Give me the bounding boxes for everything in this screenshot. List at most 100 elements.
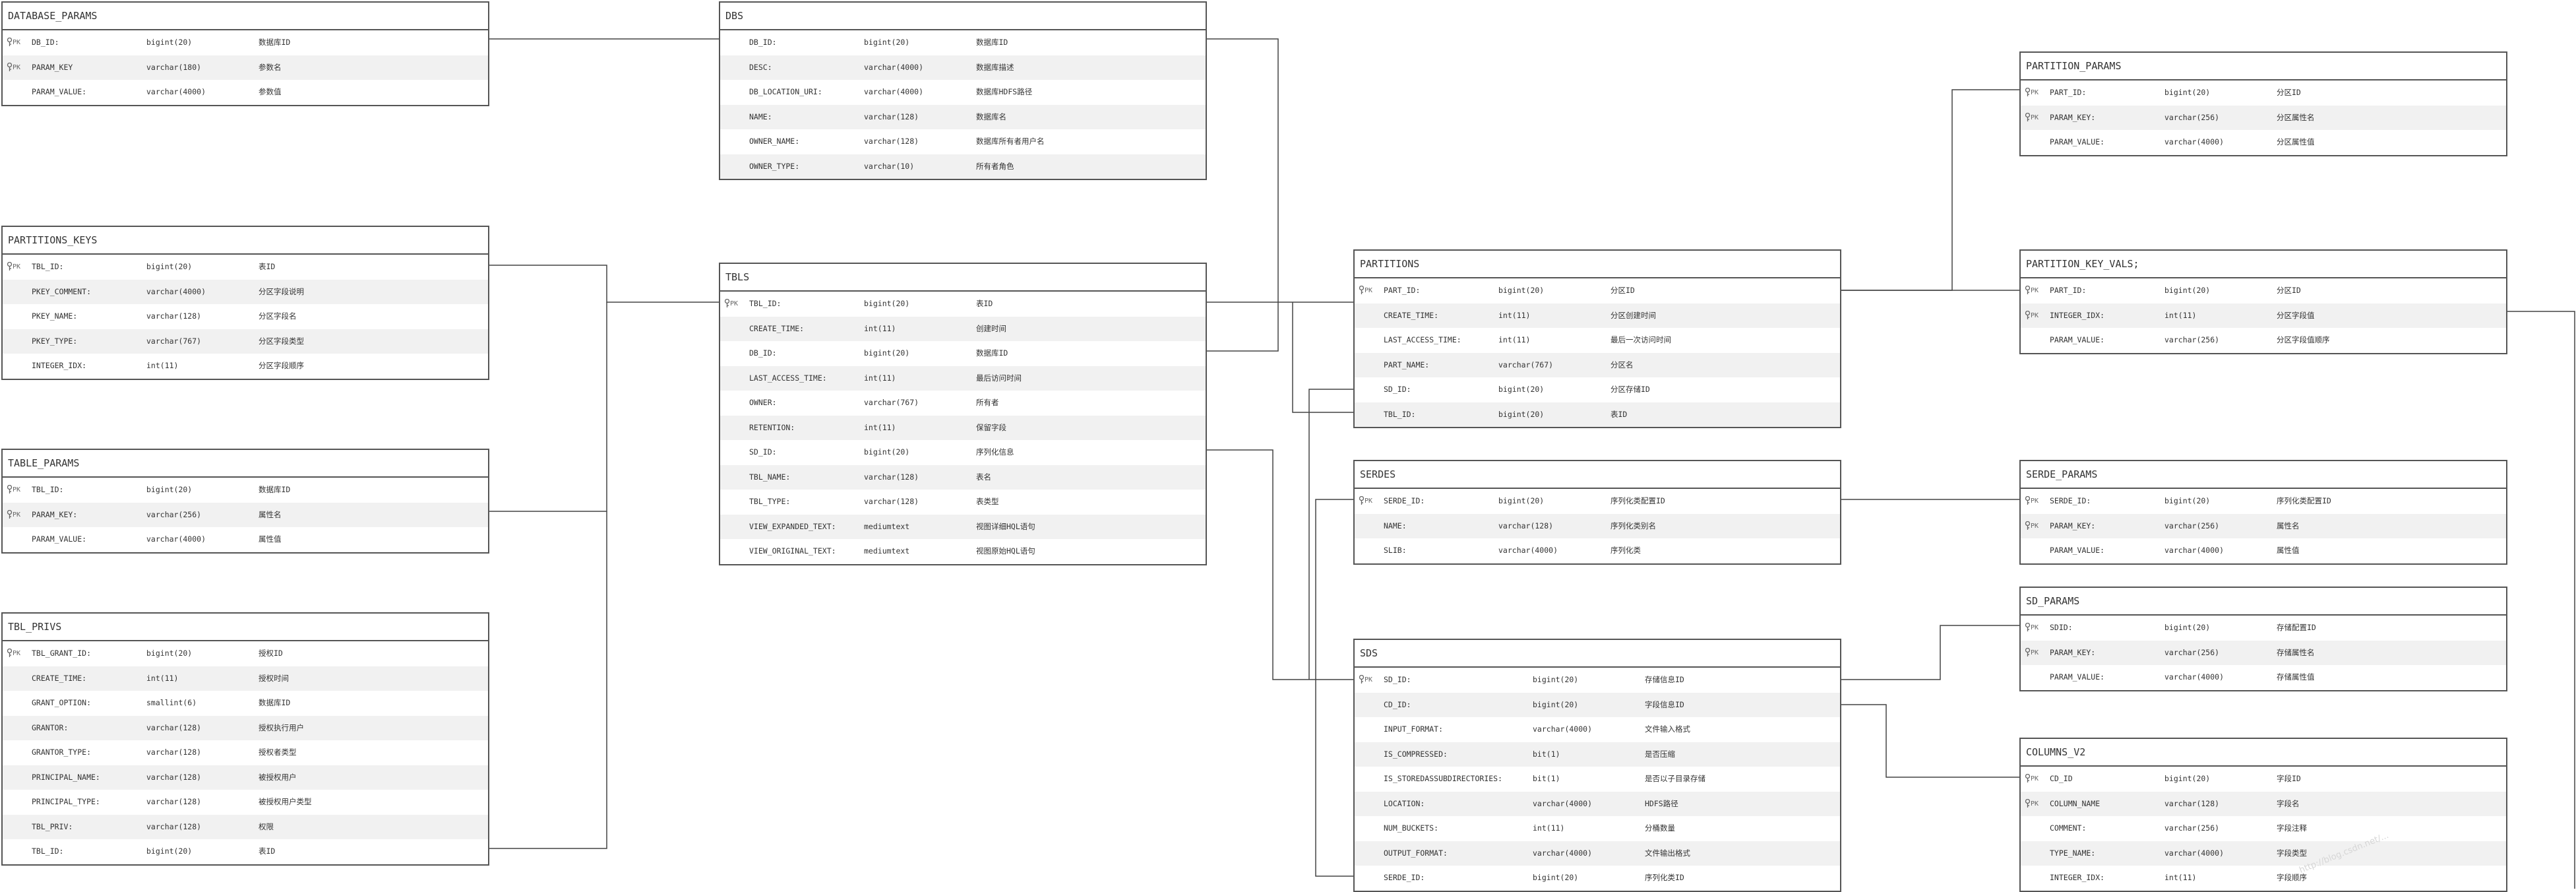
column-name: IS_COMPRESSED:	[1384, 749, 1448, 759]
table-row: OWNER:varchar(767)所有者	[720, 391, 1206, 416]
column-type: varchar(128)	[146, 797, 202, 806]
column-name: OWNER:	[749, 398, 777, 407]
column-desc: 表ID	[259, 262, 276, 271]
column-type: bigint(20)	[1533, 873, 1579, 882]
column-name: LAST_ACCESS_TIME:	[749, 373, 827, 383]
column-desc: 分区ID	[2277, 286, 2301, 295]
table-row: TBL_ID:bigint(20)表ID	[1355, 402, 1840, 427]
table-title: DBS	[720, 3, 1206, 30]
table-row: LAST_ACCESS_TIME:int(11)最后访问时间	[720, 366, 1206, 391]
column-type: bigint(20)	[146, 262, 193, 271]
column-name: INPUT_FORMAT:	[1384, 724, 1444, 734]
primary-key-icon: PK	[2025, 514, 2039, 539]
column-name: COMMENT:	[2050, 823, 2087, 833]
key-label: PK	[2031, 497, 2039, 505]
column-name: CREATE_TIME:	[1384, 310, 1439, 320]
column-type: bigint(20)	[2164, 774, 2211, 783]
column-type: mediumtext	[864, 521, 910, 531]
table-row: GRANT_OPTION:smallint(6)数据库ID	[3, 691, 488, 716]
key-label: PK	[13, 63, 21, 71]
table-row: TBL_ID:bigint(20)表ID	[3, 839, 488, 864]
key-label: PK	[2031, 287, 2039, 294]
column-type: bigint(20)	[1533, 699, 1579, 709]
column-type: int(11)	[1533, 823, 1565, 833]
column-desc: 表ID	[259, 846, 276, 856]
column-desc: 视图原始HQL语句	[976, 546, 1035, 556]
table-row: INTEGER_IDX:int(11)字段顺序	[2021, 866, 2506, 891]
column-desc: 序列化信息	[976, 447, 1014, 457]
column-desc: 授权ID	[259, 649, 283, 658]
column-name: OUTPUT_FORMAT:	[1384, 848, 1448, 858]
column-name: DB_ID:	[749, 348, 777, 358]
column-desc: 字段信息ID	[1645, 699, 1684, 709]
column-type: varchar(767)	[864, 398, 919, 407]
primary-key-icon: PK	[2025, 767, 2039, 792]
column-name: CD_ID	[2050, 774, 2073, 783]
column-name: NAME:	[749, 112, 772, 121]
table-title: TBLS	[720, 264, 1206, 292]
column-desc: 被授权用户	[259, 772, 297, 782]
table-row: DB_ID:bigint(20)数据库ID	[720, 30, 1206, 55]
column-name: TBL_ID:	[1384, 409, 1416, 419]
primary-key-icon: PK	[1359, 278, 1372, 303]
column-type: bigint(20)	[1498, 496, 1545, 505]
table-title: PARTITION_PARAMS	[2021, 53, 2506, 80]
table-row: DESC:varchar(4000)数据库描述	[720, 55, 1206, 80]
column-desc: 保留字段	[976, 422, 1006, 432]
column-type: varchar(128)	[2164, 798, 2220, 808]
column-name: NAME:	[1384, 521, 1407, 530]
column-desc: 分区属性值	[2277, 137, 2315, 146]
column-desc: 授权者类型	[259, 748, 297, 757]
table-row: LOCATION:varchar(4000)HDFS路径	[1355, 791, 1840, 816]
column-desc: 属性值	[2277, 546, 2300, 555]
column-desc: 被授权用户类型	[259, 797, 312, 806]
column-type: varchar(10)	[864, 161, 915, 171]
column-type: varchar(256)	[2164, 112, 2220, 122]
column-desc: 最后访问时间	[976, 373, 1022, 383]
column-type: varchar(256)	[2164, 335, 2220, 344]
primary-key-icon: PK	[7, 641, 20, 666]
table-row: NAME:varchar(128)数据库名	[720, 104, 1206, 129]
table-row: SLIB:varchar(4000)序列化类	[1355, 538, 1840, 563]
table-row: PRINCIPAL_NAME:varchar(128)被授权用户	[3, 765, 488, 790]
column-type: varchar(4000)	[2164, 137, 2224, 146]
column-type: bigint(20)	[1498, 385, 1545, 394]
key-label: PK	[2031, 649, 2039, 656]
column-desc: 表类型	[976, 497, 999, 506]
table-row: OUTPUT_FORMAT:varchar(4000)文件输出格式	[1355, 841, 1840, 866]
table-row: NUM_BUCKETS:int(11)分桶数量	[1355, 816, 1840, 841]
table-row: DB_LOCATION_URI:varchar(4000)数据库HDFS路径	[720, 80, 1206, 105]
primary-key-icon: PK	[2025, 278, 2039, 303]
column-name: TBL_TYPE:	[749, 497, 791, 506]
column-desc: 所有者角色	[976, 161, 1014, 171]
column-desc: 字段名	[2277, 798, 2300, 808]
column-desc: 存储信息ID	[1645, 675, 1684, 684]
column-desc: 是否以子目录存储	[1645, 774, 1705, 783]
table-row: COMMENT:varchar(256)字段注释	[2021, 816, 2506, 841]
table-row: CD_ID:bigint(20)字段信息ID	[1355, 692, 1840, 717]
column-desc: 属性名	[2277, 521, 2300, 530]
column-desc: 参数名	[259, 62, 282, 72]
table-row: PART_NAME:varchar(767)分区名	[1355, 352, 1840, 377]
column-type: varchar(4000)	[864, 62, 924, 72]
table-row: TBL_NAME:varchar(128)表名	[720, 464, 1206, 490]
table-row: RETENTION:int(11)保留字段	[720, 415, 1206, 440]
column-type: varchar(128)	[146, 722, 202, 732]
column-type: varchar(4000)	[146, 534, 206, 544]
column-desc: 数据库描述	[976, 62, 1014, 72]
column-type: int(11)	[864, 323, 896, 333]
